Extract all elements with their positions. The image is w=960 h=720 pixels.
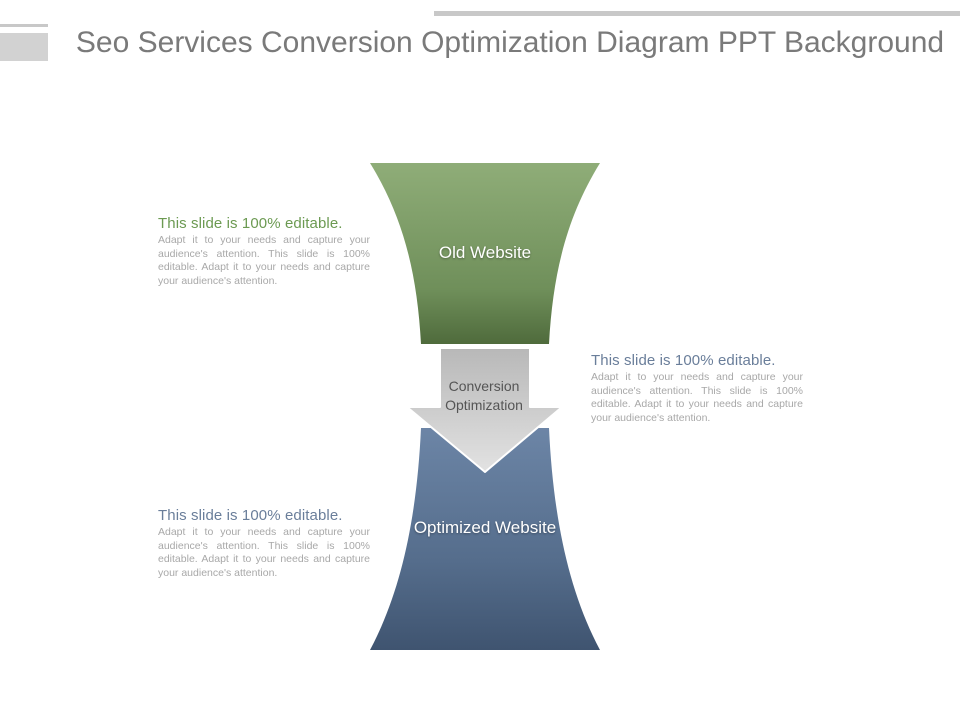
text-block-right: This slide is 100% editable. Adapt it to… [591, 352, 803, 425]
text-block-bottom-left: This slide is 100% editable. Adapt it to… [158, 507, 370, 580]
text-block-lead: This slide is 100% editable. [158, 215, 343, 232]
text-block-top-left: This slide is 100% editable. Adapt it to… [158, 215, 370, 288]
old-website-shape [370, 163, 600, 344]
conversion-arrow-shape [406, 347, 563, 473]
text-block-body: Adapt it to your needs and capture your … [158, 526, 370, 579]
old-website-label: Old Website [438, 243, 532, 262]
text-block-body: Adapt it to your needs and capture your … [158, 234, 370, 287]
decorative-bar-top [434, 11, 960, 16]
text-block-body: Adapt it to your needs and capture your … [591, 371, 803, 424]
optimized-website-label: Optimized Website [413, 518, 557, 537]
optimized-website-shape [370, 428, 600, 650]
slide-title: Seo Services Conversion Optimization Dia… [75, 26, 945, 59]
text-block-lead: This slide is 100% editable. [158, 507, 343, 524]
decorative-bar-left-thin [0, 24, 48, 27]
conversion-optimization-label: Conversion Optimization [445, 378, 523, 413]
decorative-bar-left [0, 33, 48, 61]
text-block-lead: This slide is 100% editable. [591, 352, 776, 369]
